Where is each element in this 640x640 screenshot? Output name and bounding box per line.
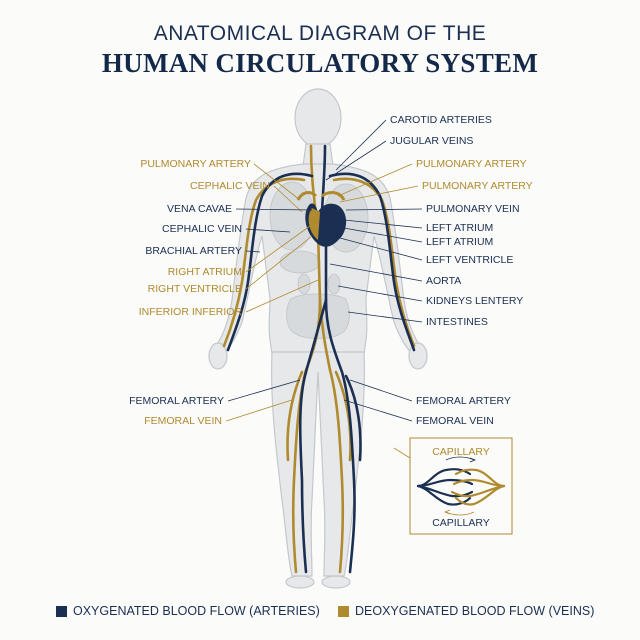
label-femoral-artery-left: FEMORAL ARTERY [129,395,224,407]
label-left-ventricle: LEFT VENTRICLE [426,254,513,266]
label-femoral-artery-right: FEMORAL ARTERY [416,395,511,407]
label-cephalic-vein-left-2: CEPHALIC VEIN [162,223,242,235]
legend-veins-swatch [338,606,349,617]
label-cephalic-vein-left-1: CEPHALIC VEIN [190,180,270,192]
left-kidney [328,274,340,294]
label-brachial-artery: BRACHIAL ARTERY [145,245,242,257]
legend-arteries: OXYGENATED BLOOD FLOW (ARTERIES) [56,604,320,618]
legend-veins: DEOXYGENATED BLOOD FLOW (VEINS) [338,604,594,618]
legend-arteries-label: OXYGENATED BLOOD FLOW (ARTERIES) [73,604,320,618]
capillary-label-bottom: CAPILLARY [432,517,490,529]
legend-arteries-swatch [56,606,67,617]
label-right-ventricle: RIGHT VENTRICLE [148,283,242,295]
label-vena-cavae: VENA CAVAE [167,203,232,215]
labels-right: CAROTID ARTERIES JUGULAR VEINS PULMONARY… [390,114,533,427]
label-carotid-arteries: CAROTID ARTERIES [390,114,492,126]
label-kidneys-lentery: KIDNEYS LENTERY [426,295,523,307]
label-aorta: AORTA [426,275,461,287]
label-femoral-vein-right: FEMORAL VEIN [416,415,494,427]
label-right-atrium: RIGHT ATRIUM [168,266,242,278]
label-inferior-inferior: INFERIOR INFERIOR [139,306,243,318]
legend: OXYGENATED BLOOD FLOW (ARTERIES) DEOXYGE… [0,600,640,624]
label-left-atrium-2: LEFT ATRIUM [426,236,493,248]
circulatory-diagram: PULMONARY ARTERY CEPHALIC VEIN VENA CAVA… [0,0,640,600]
liver [280,251,320,273]
label-jugular-veins: JUGULAR VEINS [390,135,473,147]
label-intestines: INTESTINES [426,316,488,328]
label-pulmonary-artery-left: PULMONARY ARTERY [140,158,251,170]
label-pulmonary-vein: PULMONARY VEIN [426,203,520,215]
legend-veins-label: DEOXYGENATED BLOOD FLOW (VEINS) [355,604,594,618]
label-pulmonary-artery-right-1: PULMONARY ARTERY [416,158,527,170]
capillary-label-top: CAPILLARY [432,446,490,458]
capillary-inset: CAPILLARY CAPILLARY [394,438,512,534]
label-left-atrium-1: LEFT ATRIUM [426,222,493,234]
label-femoral-vein-left: FEMORAL VEIN [144,415,222,427]
label-pulmonary-artery-right-2: PULMONARY ARTERY [422,180,533,192]
